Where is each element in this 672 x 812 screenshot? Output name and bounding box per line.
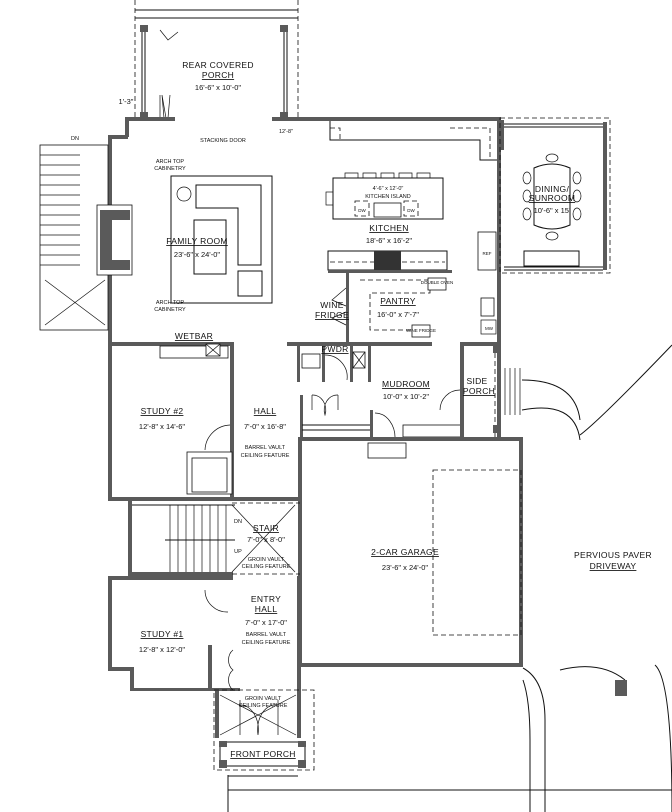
pwdr-label: PWDR [321, 344, 348, 354]
arch-top-cabinetry-top: ARCH TOP [156, 159, 185, 165]
garage-dims: 23'-6" x 24'-0" [382, 563, 428, 572]
kitchen-island-label: KITCHEN ISLAND [365, 194, 411, 200]
wine-fridge-label-2: FRIDGE [315, 310, 349, 320]
ref-label: REF [483, 251, 492, 256]
study-1-dims: 12'-8" x 12'-0" [139, 645, 185, 654]
hall-label: HALL [254, 406, 276, 416]
entry-hall-dims: 7'-0" x 17'-0" [245, 618, 287, 627]
stair-label: STAIR [253, 523, 279, 533]
kitchen-dims: 18'-6" x 16'-2" [366, 236, 412, 245]
porch-offset-dim: 1'-3" [119, 97, 134, 106]
entry-hall-label-2: HALL [255, 604, 277, 614]
dining-label: DINING/ [535, 184, 570, 194]
driveway-edges [521, 344, 672, 812]
rear-porch-label: REAR COVERED [182, 60, 254, 70]
family-room-label: FAMILY ROOM [166, 236, 228, 246]
driveway-label: PERVIOUS PAVER [574, 550, 652, 560]
stair-up: UP [234, 549, 242, 555]
family-room-furniture [170, 175, 273, 304]
dining-label-2: SUNROOM [529, 193, 576, 203]
kitchen-label: KITCHEN [369, 223, 408, 233]
double-oven-label: DOUBLE OVEN [421, 280, 454, 285]
study-2-dims: 12'-8" x 14'-6" [139, 422, 185, 431]
entry-hall-label: ENTRY [251, 594, 281, 604]
exterior-stair-treads [40, 154, 80, 266]
dining-dims: 10'-6" x 15' [534, 206, 571, 215]
stacking-door-dim: 12'-8" [279, 129, 293, 135]
front-porch-label: FRONT PORCH [230, 749, 295, 759]
stair-note-2: CEILING FEATURE [242, 564, 291, 570]
kitchen-island [325, 172, 444, 220]
kitchen-island-dims: 4'-6" x 12'-0" [373, 186, 404, 192]
rear-porch [134, 0, 299, 119]
side-porch-steps [504, 368, 521, 415]
hall-note-2: CEILING FEATURE [241, 453, 290, 459]
rear-porch-dims: 16'-6" x 10'-0" [195, 83, 241, 92]
mudroom-label: MUDROOM [382, 379, 430, 389]
hall-note: BARREL VAULT [245, 445, 286, 451]
stair-dn: DN [234, 519, 242, 525]
dishwasher-left: DW [358, 208, 366, 213]
arch-top-cabinetry-bottom: ARCH TOP [156, 300, 185, 306]
kitchen-back-counter [327, 250, 452, 342]
stair-note: GROIN VAULT [248, 557, 285, 563]
hall-dims: 7'-0" x 16'-8" [244, 422, 286, 431]
wetbar-label: WETBAR [175, 331, 213, 341]
entry-hall-note: BARREL VAULT [246, 632, 287, 638]
front-vault-note-2: CEILING FEATURE [239, 703, 288, 709]
pantry-label: PANTRY [380, 296, 416, 306]
arch-top-cabinetry-bottom-2: CABINETRY [154, 307, 186, 313]
pantry-dims: 16'-0" x 7'-7" [377, 310, 419, 319]
stair-dims: 7'-0" x 8'-0" [247, 535, 285, 544]
side-porch-label-2: PORCH [463, 386, 495, 396]
front-vault-note: GROIN VAULT [245, 696, 282, 702]
study-1-label: STUDY #1 [141, 629, 184, 639]
exterior-stair-dn: DN [71, 136, 79, 142]
stacking-door-label: STACKING DOOR [200, 138, 246, 144]
dishwasher-right: DW [407, 208, 415, 213]
study-2-label: STUDY #2 [141, 406, 184, 416]
pantry-wine-fridge-label: WINE FRIDGE [406, 328, 436, 333]
mw-label: MW [485, 326, 494, 331]
family-room-dims: 23'-6" x 24'-0" [174, 250, 220, 259]
entry-hall-note-2: CEILING FEATURE [242, 640, 291, 646]
garage-label: 2-CAR GARAGE [371, 547, 439, 557]
kitchen-right-appliances [477, 231, 497, 335]
driveway-label-2: DRIVEWAY [590, 561, 637, 571]
interior-stair [128, 501, 300, 576]
side-porch-label: SIDE [466, 376, 487, 386]
wine-fridge-label: WINE [320, 300, 343, 310]
dining-table [522, 153, 582, 267]
mudroom-dims: 10'-0" x 10'-2" [383, 392, 429, 401]
rear-porch-label-2: PORCH [202, 70, 234, 80]
walls [39, 117, 672, 812]
arch-top-cabinetry-top-2: CABINETRY [154, 166, 186, 172]
